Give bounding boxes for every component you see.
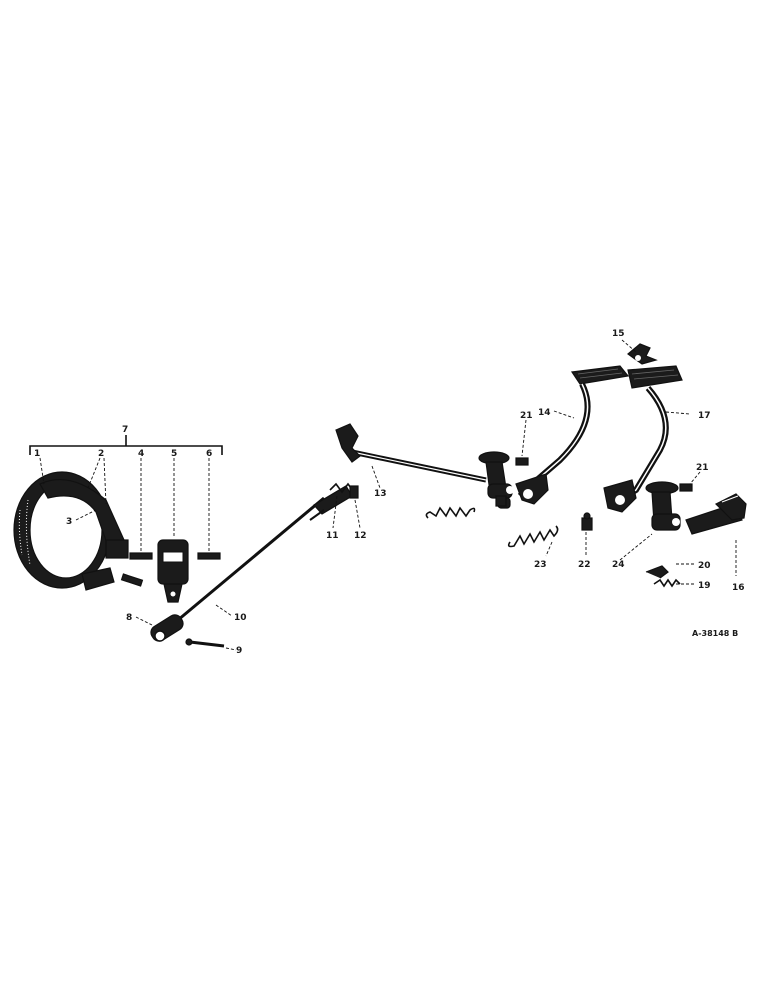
- rod-clevis: [150, 614, 184, 642]
- band-pin: [129, 552, 153, 560]
- callout-4: 4: [138, 449, 144, 459]
- callout-2: 2: [98, 449, 104, 459]
- callout-16: 16: [732, 583, 745, 593]
- callout-19: 19: [698, 581, 711, 591]
- callout-20: 20: [698, 561, 711, 571]
- clevis-pin: [185, 638, 225, 648]
- callout-13: 13: [374, 489, 387, 499]
- callout-5: 5: [171, 449, 177, 459]
- callout-21-left: 21: [520, 411, 533, 421]
- callout-23: 24: [612, 560, 625, 570]
- callout-17: 17: [698, 411, 711, 421]
- pedal-lock: [627, 343, 658, 365]
- callout-7: 7: [122, 425, 128, 435]
- callout-labels: 7 1 2 3 4 5 6 8 9 10 11 12 13 14 15 16 1…: [34, 329, 745, 656]
- part-21-right: [679, 483, 693, 492]
- leader-lines: [39, 339, 737, 651]
- cross-shaft: [335, 423, 487, 483]
- callout-8: 8: [126, 613, 132, 623]
- callout-9: 9: [236, 646, 242, 656]
- callout-11: 11: [326, 531, 339, 541]
- callout-22: 22: [578, 560, 591, 570]
- part-12: [349, 485, 359, 499]
- band-pin-2: [197, 552, 221, 560]
- brake-band: [13, 471, 144, 591]
- pedal-support: [478, 451, 514, 509]
- part-21-left: [515, 457, 529, 466]
- callout-15: 15: [612, 329, 625, 339]
- latch-lever: [645, 565, 669, 579]
- latch-spring: [653, 578, 681, 588]
- callout-6: 6: [206, 449, 212, 459]
- brake-pedal-right: [603, 365, 683, 513]
- callout-21-right: 21: [696, 463, 709, 473]
- return-spring: [507, 525, 559, 548]
- group-bracket: [29, 445, 223, 455]
- return-spring-shaft: [425, 506, 476, 519]
- callout-1: 1: [34, 449, 40, 459]
- callout-24: 23: [534, 560, 547, 570]
- callout-12: 12: [354, 531, 367, 541]
- callout-10: 10: [234, 613, 247, 623]
- pedal-support-right: [645, 481, 681, 531]
- drawing-code: A-38148 B: [692, 629, 738, 638]
- callout-14: 14: [538, 408, 551, 418]
- part-22-left: [495, 495, 507, 507]
- brake-pedal-left: [515, 365, 630, 505]
- part-22-center: [581, 512, 593, 531]
- callout-3: 3: [66, 517, 72, 527]
- band-yoke: [157, 539, 189, 603]
- pedal-latch: [685, 493, 747, 535]
